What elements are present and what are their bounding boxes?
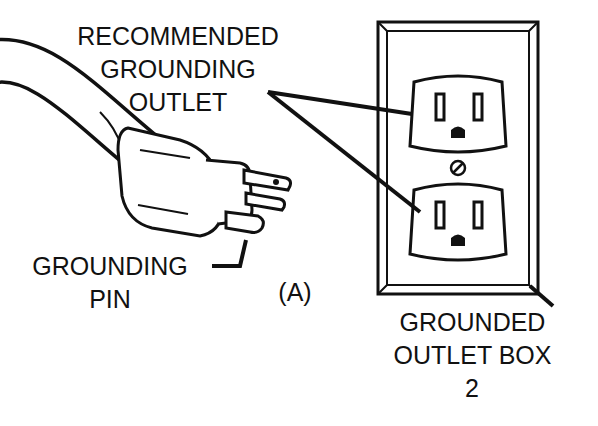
leader-line	[530, 286, 553, 306]
callout-number: 2	[447, 372, 497, 405]
leader-line	[268, 92, 420, 212]
plug-blades	[244, 170, 291, 210]
outlet-plate	[378, 22, 538, 294]
receptacle	[410, 76, 506, 152]
leader-line	[212, 240, 246, 266]
part-label: GROUNDING PIN	[20, 250, 200, 316]
receptacle	[410, 184, 506, 260]
part-label: (A)	[268, 276, 322, 309]
part-label: RECOMMENDED GROUNDING OUTLET	[63, 20, 293, 119]
plate-screw	[451, 161, 465, 175]
part-label: GROUNDED OUTLET BOX	[385, 306, 560, 372]
ground-pin	[226, 212, 263, 233]
